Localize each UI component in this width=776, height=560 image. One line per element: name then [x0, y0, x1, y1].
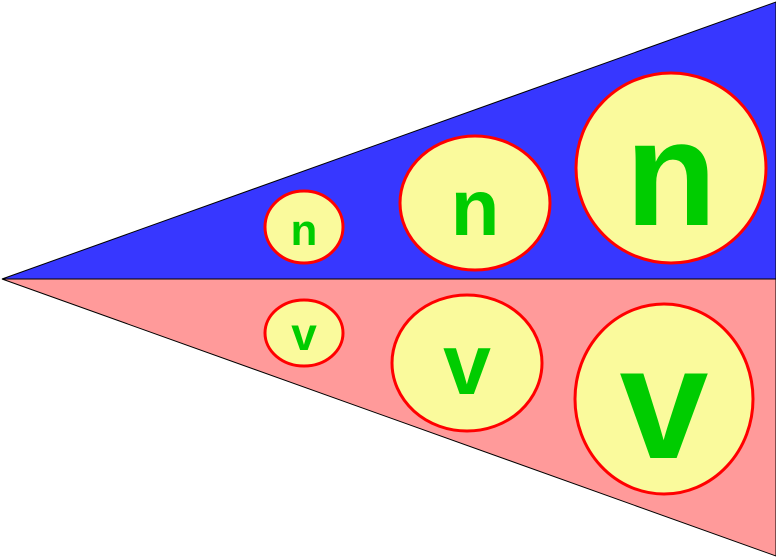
circle-letter: v	[620, 313, 709, 492]
lower-circle-medium: v	[390, 293, 544, 433]
lower-circle-large: v	[573, 302, 755, 496]
circle-letter: n	[625, 89, 717, 257]
circle-shape	[398, 134, 552, 272]
circle-shape	[573, 302, 755, 496]
upper-circle-small: n	[263, 189, 345, 265]
circle-shape	[263, 298, 345, 368]
upper-circle-medium: n	[398, 134, 552, 272]
lower-wedge	[1, 278, 776, 557]
upper-circle-large: n	[574, 71, 768, 265]
circle-letter: n	[451, 163, 500, 252]
circle-letter: v	[291, 308, 317, 360]
lower-circle-small: v	[263, 298, 345, 368]
circle-shape	[574, 71, 768, 265]
circle-letter: n	[291, 206, 318, 255]
circle-shape	[390, 293, 544, 433]
circle-shape	[263, 189, 345, 265]
circle-letter: v	[443, 317, 491, 413]
